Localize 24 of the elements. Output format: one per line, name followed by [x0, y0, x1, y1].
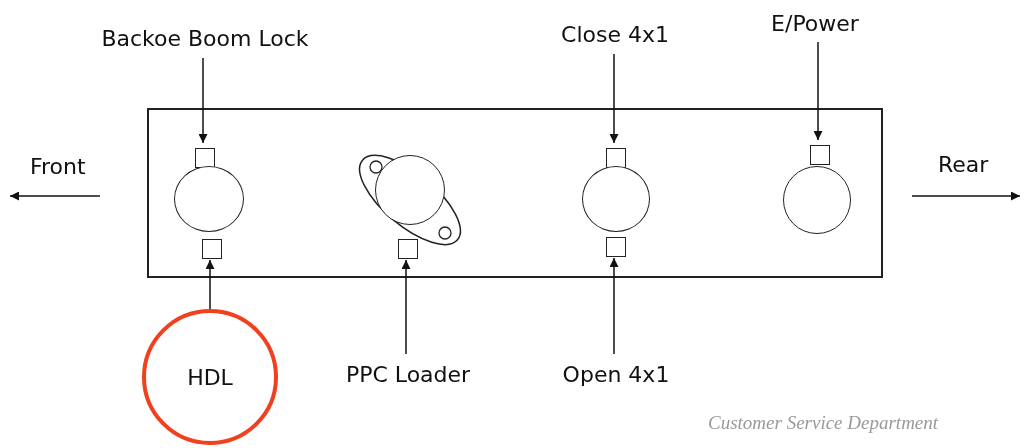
direction-label: Rear	[938, 152, 989, 177]
indicator-lamp	[810, 145, 830, 165]
arrow	[205, 259, 215, 310]
callout-label: Backoe Boom Lock	[101, 25, 309, 51]
arrow	[609, 257, 619, 355]
footer-text: Customer Service Department	[708, 412, 939, 434]
highlight-circle	[142, 309, 278, 445]
switch-panel	[147, 108, 883, 278]
indicator-lamp	[606, 148, 626, 168]
callout-label: HDL	[187, 364, 233, 390]
indicator-lamp	[202, 239, 222, 259]
callout-label: Close 4x1	[561, 21, 669, 47]
callout-label: PPC Loader	[345, 361, 471, 387]
indicator-lamp	[398, 239, 418, 259]
arrow	[401, 259, 411, 355]
indicator-lamp	[606, 237, 626, 257]
arrow	[198, 57, 208, 144]
arrow	[813, 41, 823, 141]
rocker-switch	[375, 155, 445, 225]
arrow	[609, 53, 619, 144]
indicator-lamp	[195, 148, 215, 168]
callout-label: Open 4x1	[562, 361, 670, 387]
callout-label: E/Power	[771, 10, 859, 36]
direction-label: Front	[30, 154, 86, 179]
